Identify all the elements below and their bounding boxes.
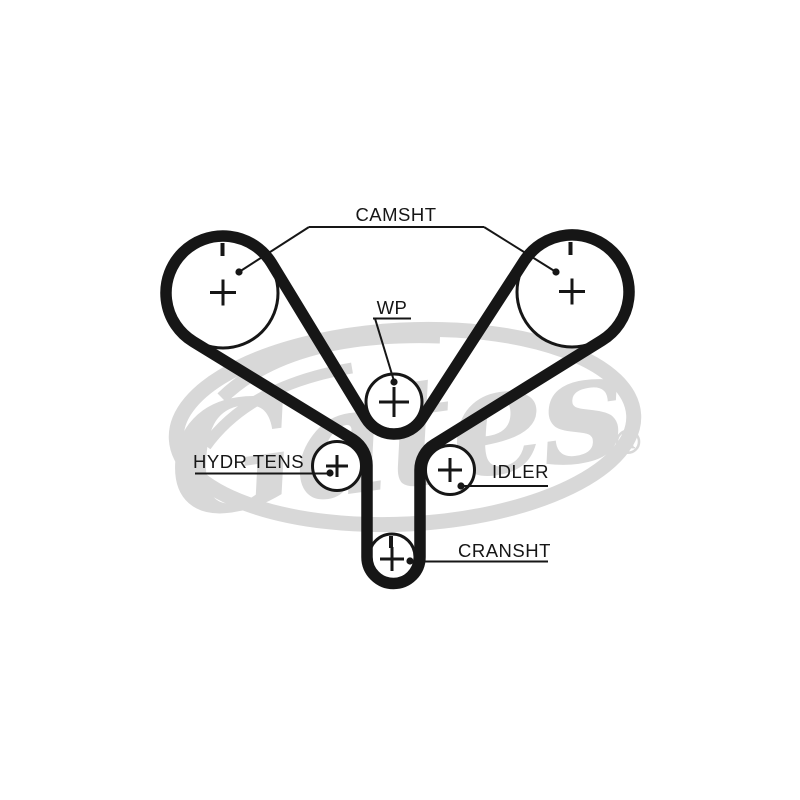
water-pump-leader-dot xyxy=(390,378,398,386)
water-pump-label: WP xyxy=(377,297,408,318)
hydraulic-tensioner-center-cross xyxy=(326,455,348,477)
idler-center-cross xyxy=(438,458,462,482)
water-pump-callout: WP xyxy=(373,297,411,386)
watermark-registered-icon: ® xyxy=(611,423,645,463)
water-pump-leader-line xyxy=(374,318,395,382)
camshaft-right-leader-dot xyxy=(552,268,560,276)
watermark-inner-swoosh-top xyxy=(217,330,441,403)
crankshaft-center-cross xyxy=(380,547,404,571)
crankshaft-label: CRANSHT xyxy=(458,540,551,561)
watermark-oval-swoosh xyxy=(168,321,642,533)
watermark-inner-swoosh-mid xyxy=(201,362,353,450)
camshaft-label: CAMSHT xyxy=(355,204,436,225)
camshaft-leader-right xyxy=(483,226,557,273)
idler-label: IDLER xyxy=(492,461,549,482)
idler-leader-dot xyxy=(457,482,465,490)
camshaft-left-leader-dot xyxy=(235,268,243,276)
water-pump-center-cross xyxy=(379,387,409,417)
crankshaft-callout: CRANSHT xyxy=(406,540,551,565)
camshaft-callout: CAMSHT xyxy=(235,204,560,276)
hydraulic-tensioner-label: HYDR TENS xyxy=(193,451,304,472)
idler-callout: IDLER xyxy=(457,461,549,490)
camshaft-right-center-cross xyxy=(559,278,585,305)
camshaft-left-center-cross xyxy=(210,279,236,306)
hydraulic-tensioner-callout: HYDR TENS xyxy=(193,451,334,477)
camshaft-leader-left xyxy=(238,226,310,273)
crankshaft-leader-dot xyxy=(406,557,414,565)
hydraulic-tensioner-leader-dot xyxy=(326,469,334,477)
